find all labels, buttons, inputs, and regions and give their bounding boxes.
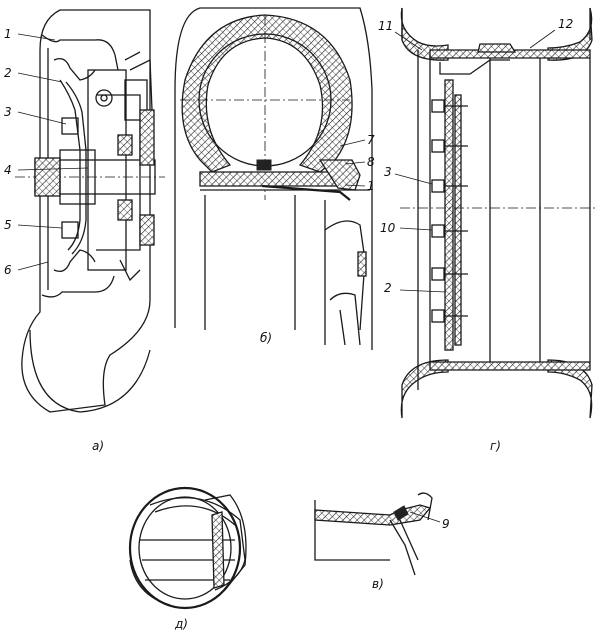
- panel-b-tire-section: [174, 7, 373, 350]
- panel-b-caption: б): [260, 331, 272, 345]
- panel-g-callout-12: 12: [558, 17, 573, 31]
- panel-g-callout-2: 2: [384, 281, 392, 295]
- panel-a-callout-1: 1: [4, 27, 12, 41]
- panel-a-callout-2: 2: [4, 66, 12, 80]
- panel-v-rim-profile: [314, 492, 441, 576]
- panel-g-callout-11: 11: [378, 19, 393, 33]
- panel-a-callout-5: 5: [4, 218, 12, 232]
- panel-g-split-rim-section: [394, 7, 598, 419]
- panel-a-callout-3: 3: [4, 105, 12, 119]
- panel-d-lock-ring-perspective: [128, 486, 247, 610]
- panel-b-callout-8: 8: [367, 155, 375, 169]
- panel-a-wheel-hub-section: [15, 9, 165, 413]
- panel-a-callout-4: 4: [4, 163, 12, 177]
- panel-g-callout-10: 10: [380, 221, 396, 235]
- panel-a-caption: а): [92, 439, 104, 453]
- panel-b-callout-1: 1: [367, 179, 375, 193]
- panel-g-callout-3: 3: [384, 165, 392, 179]
- panel-a-callout-6: 6: [4, 263, 12, 277]
- panel-v-caption: в): [372, 577, 384, 591]
- panel-g-bolts: [431, 99, 468, 323]
- panel-d-caption: д): [174, 617, 188, 631]
- panel-b-callout-7: 7: [367, 133, 375, 147]
- panel-v-callout-9: 9: [442, 517, 450, 531]
- panel-g-caption: г): [490, 439, 501, 453]
